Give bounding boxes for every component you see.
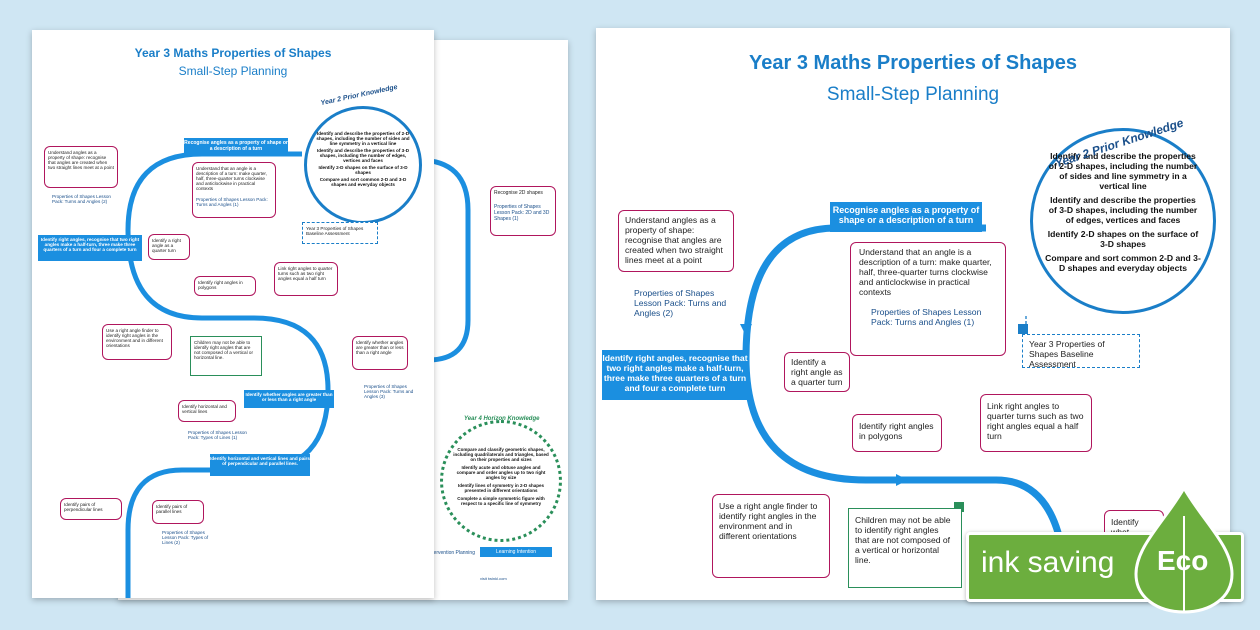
understand-turn-box: Understand that an angle is a descriptio… [192, 162, 276, 218]
left-page-preview: Year 3 Maths Properties of Shapes Small-… [32, 30, 434, 598]
finder-box-large: Use a right angle finder to identify rig… [712, 494, 830, 578]
recognise-2d-box: Recognise 2D shapes Properties of Shapes… [490, 186, 556, 236]
eco-label: Eco [1157, 545, 1209, 576]
prior-knowledge-circle-large: Identify and describe the properties of … [1030, 128, 1216, 314]
page-title-large: Year 3 Maths Properties of Shapes [749, 52, 1077, 74]
whether-link[interactable]: Properties of Shapes Lesson Pack: Turns … [364, 384, 414, 399]
misconception-box: Children may not be able to identify rig… [190, 336, 262, 376]
horizon-knowledge-circle: Compare and classify geometric shapes, i… [440, 420, 562, 542]
learning-path-line-large [740, 224, 1070, 600]
page-subtitle-large: Small-Step Planning [826, 84, 1000, 105]
banner-lines: Identify horizontal and vertical lines a… [210, 454, 310, 476]
horizon-knowledge-heading: Year 4 Horizon Knowledge [464, 416, 540, 422]
understand-shape-box-large: Understand angles as a property of shape… [618, 210, 734, 272]
quarter-turn-box-large: Identify a right angle as a quarter turn [784, 352, 850, 392]
ink-saving-label: ink saving [981, 546, 1115, 579]
banner-greater-less: Identify whether angles are greater than… [244, 390, 334, 408]
banner-recognise-angles-large: Recognise angles as a property of shape … [830, 202, 982, 232]
perpendicular-box: Identify pairs of perpendicular lines [60, 498, 122, 520]
back-path-line [417, 157, 471, 363]
polygons-box-large: Identify right angles in polygons [852, 414, 942, 452]
hv-lines-box: Identify horizontal and vertical lines [178, 400, 236, 422]
understand-shape-link-large[interactable]: Properties of Shapes Lesson Pack: Turns … [634, 288, 727, 318]
parallel-link[interactable]: Properties of Shapes Lesson Pack: Types … [162, 530, 209, 545]
banner-right-angles-large: Identify right angles, recognise that tw… [602, 350, 748, 400]
parallel-box: Identify pairs of parallel lines [152, 500, 204, 524]
footer-url: visit twinkl.com [480, 576, 507, 581]
finder-box: Use a right angle finder to identify rig… [102, 324, 172, 360]
banner-right-angles: Identify right angles, recognise that tw… [38, 235, 142, 261]
link-right-box-large: Link right angles to quarter turns such … [980, 394, 1092, 452]
understand-shape-link[interactable]: Properties of Shapes Lesson Pack: Turns … [52, 194, 111, 204]
footer-learning-intention: Learning Intention [480, 547, 552, 557]
misconception-box-large: Children may not be able to identify rig… [848, 508, 962, 588]
hv-lines-link[interactable]: Properties of Shapes Lesson Pack: Types … [188, 430, 247, 440]
baseline-assessment-box-large[interactable]: Year 3 Properties of Shapes Baseline Ass… [1022, 334, 1140, 369]
learning-path-line [125, 151, 331, 598]
prior-knowledge-circle: Identify and describe the properties of … [304, 106, 422, 224]
eco-leaf-drop-icon [1134, 484, 1234, 614]
page-title: Year 3 Maths Properties of Shapes [134, 46, 332, 60]
banner-recognise-angles: Recognise angles as a property of shape … [184, 138, 288, 156]
footer-intervention: Intervention Planning [428, 550, 475, 556]
quarter-turn-box: Identify a right angle as a quarter turn [148, 234, 190, 260]
understand-turn-box-large: Understand that an angle is a descriptio… [850, 242, 1006, 356]
whether-box: Identify whether angles are greater than… [352, 336, 408, 370]
baseline-assessment-box[interactable]: Year 3 Properties of Shapes Baseline Ass… [302, 222, 378, 244]
right-page-zoomed: Year 3 Maths Properties of Shapes Small-… [596, 28, 1230, 600]
page-subtitle: Small-Step Planning [178, 64, 288, 78]
polygons-box: Identify right angles in polygons [194, 276, 256, 296]
understand-shape-box: Understand angles as a property of shape… [44, 146, 118, 188]
link-right-box: Link right angles to quarter turns such … [274, 262, 338, 296]
